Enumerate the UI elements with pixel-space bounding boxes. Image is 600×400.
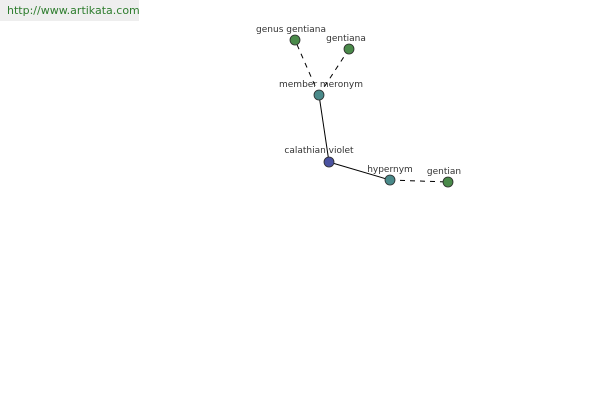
- node-dot-gentian[interactable]: [442, 176, 454, 188]
- node-dot-calathian-violet[interactable]: [323, 156, 335, 168]
- node-calathian-violet[interactable]: calathian violet: [284, 146, 354, 168]
- node-gentiana[interactable]: gentiana: [326, 34, 366, 55]
- node-label-gentiana[interactable]: gentiana: [326, 34, 366, 44]
- node-label-member-meronym[interactable]: member meronym: [279, 80, 363, 90]
- edge-hypernym-to-gentian: [389, 179, 449, 183]
- node-label-gentian[interactable]: gentian: [427, 167, 461, 177]
- node-label-hypernym[interactable]: hypernym: [367, 165, 413, 175]
- graph-nodes: calathian violet member meronym hypernym ge…: [256, 25, 461, 188]
- edge-calathian-violet-to-member-meronym: [318, 94, 330, 163]
- edge-member-meronym-to-genus-gentiana: [294, 39, 320, 96]
- node-genus-gentiana[interactable]: genus gentiana: [256, 25, 326, 46]
- node-dot-genus-gentiana[interactable]: [289, 34, 301, 46]
- site-url-text[interactable]: http://www.artikata.com: [7, 4, 140, 17]
- graph-edges: [294, 39, 449, 183]
- node-dot-gentiana[interactable]: [343, 43, 355, 55]
- node-label-calathian-violet[interactable]: calathian violet: [284, 146, 354, 156]
- node-member-meronym[interactable]: member meronym: [279, 80, 363, 101]
- node-label-genus-gentiana[interactable]: genus gentiana: [256, 25, 326, 35]
- node-dot-member-meronym[interactable]: [313, 89, 325, 101]
- site-url-banner[interactable]: http://www.artikata.com: [0, 0, 140, 21]
- node-dot-hypernym[interactable]: [384, 174, 396, 186]
- edge-calathian-violet-to-hypernym: [328, 161, 391, 181]
- node-gentian[interactable]: gentian: [427, 167, 461, 188]
- node-hypernym[interactable]: hypernym: [367, 165, 413, 186]
